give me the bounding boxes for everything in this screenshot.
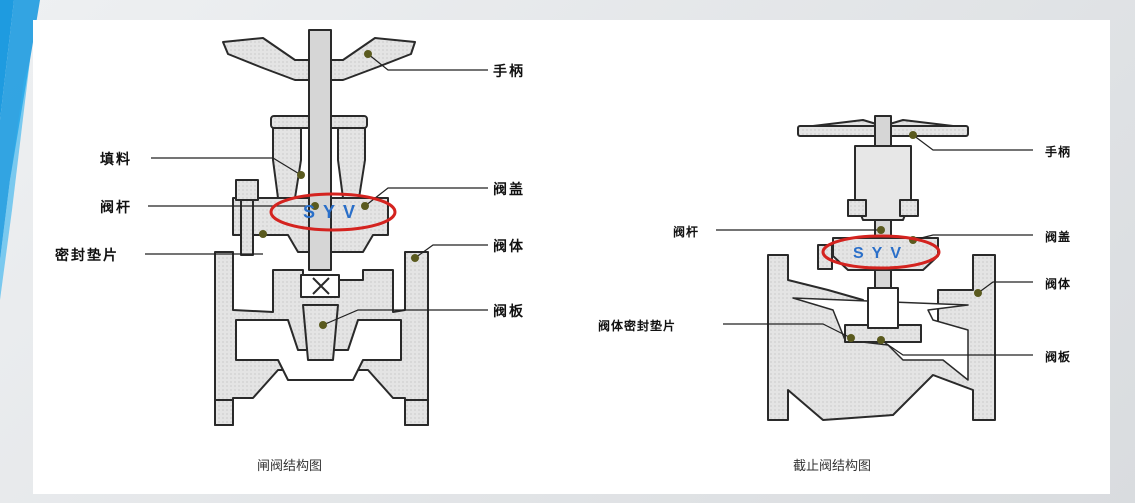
valve-diagrams: SYV <box>145 29 1033 426</box>
gate-valve-leader-dots <box>259 50 419 329</box>
gate-label-bonnet: 阀盖 <box>493 182 525 198</box>
globe-label-stem: 阀杆 <box>673 225 700 239</box>
globe-valve-caption: 截止阀结构图 <box>793 459 872 474</box>
globe-label-bonnet: 阀盖 <box>1045 230 1072 244</box>
svg-text:SYV: SYV <box>303 202 363 222</box>
globe-label-handwheel: 手柄 <box>1045 145 1072 159</box>
gate-valve-handwheel <box>222 37 310 81</box>
gate-label-gasket: 密封垫片 <box>55 248 119 264</box>
gate-label-disc: 阀板 <box>493 304 525 320</box>
svg-text:SYV: SYV <box>853 245 909 262</box>
gate-label-packing: 填料 <box>100 152 132 168</box>
globe-label-gasket: 阀体密封垫片 <box>598 319 677 333</box>
gate-valve-drawing <box>214 29 429 426</box>
gate-label-handwheel: 手柄 <box>493 64 525 80</box>
globe-label-body: 阀体 <box>1045 277 1072 291</box>
gate-valve-stem <box>308 29 332 271</box>
globe-valve-watermark: SYV <box>821 234 941 270</box>
globe-label-disc: 阀板 <box>1045 350 1072 364</box>
gate-label-stem: 阀杆 <box>100 200 132 216</box>
gate-valve-leaders <box>145 53 488 326</box>
accent-stripe <box>0 0 40 300</box>
gate-valve-watermark: SYV <box>269 192 397 232</box>
diagram-panel: SYV <box>33 20 1110 494</box>
globe-valve-leaders <box>716 134 1033 356</box>
gate-valve-caption: 闸阀结构图 <box>257 459 323 474</box>
gate-label-body: 阀体 <box>493 239 525 255</box>
